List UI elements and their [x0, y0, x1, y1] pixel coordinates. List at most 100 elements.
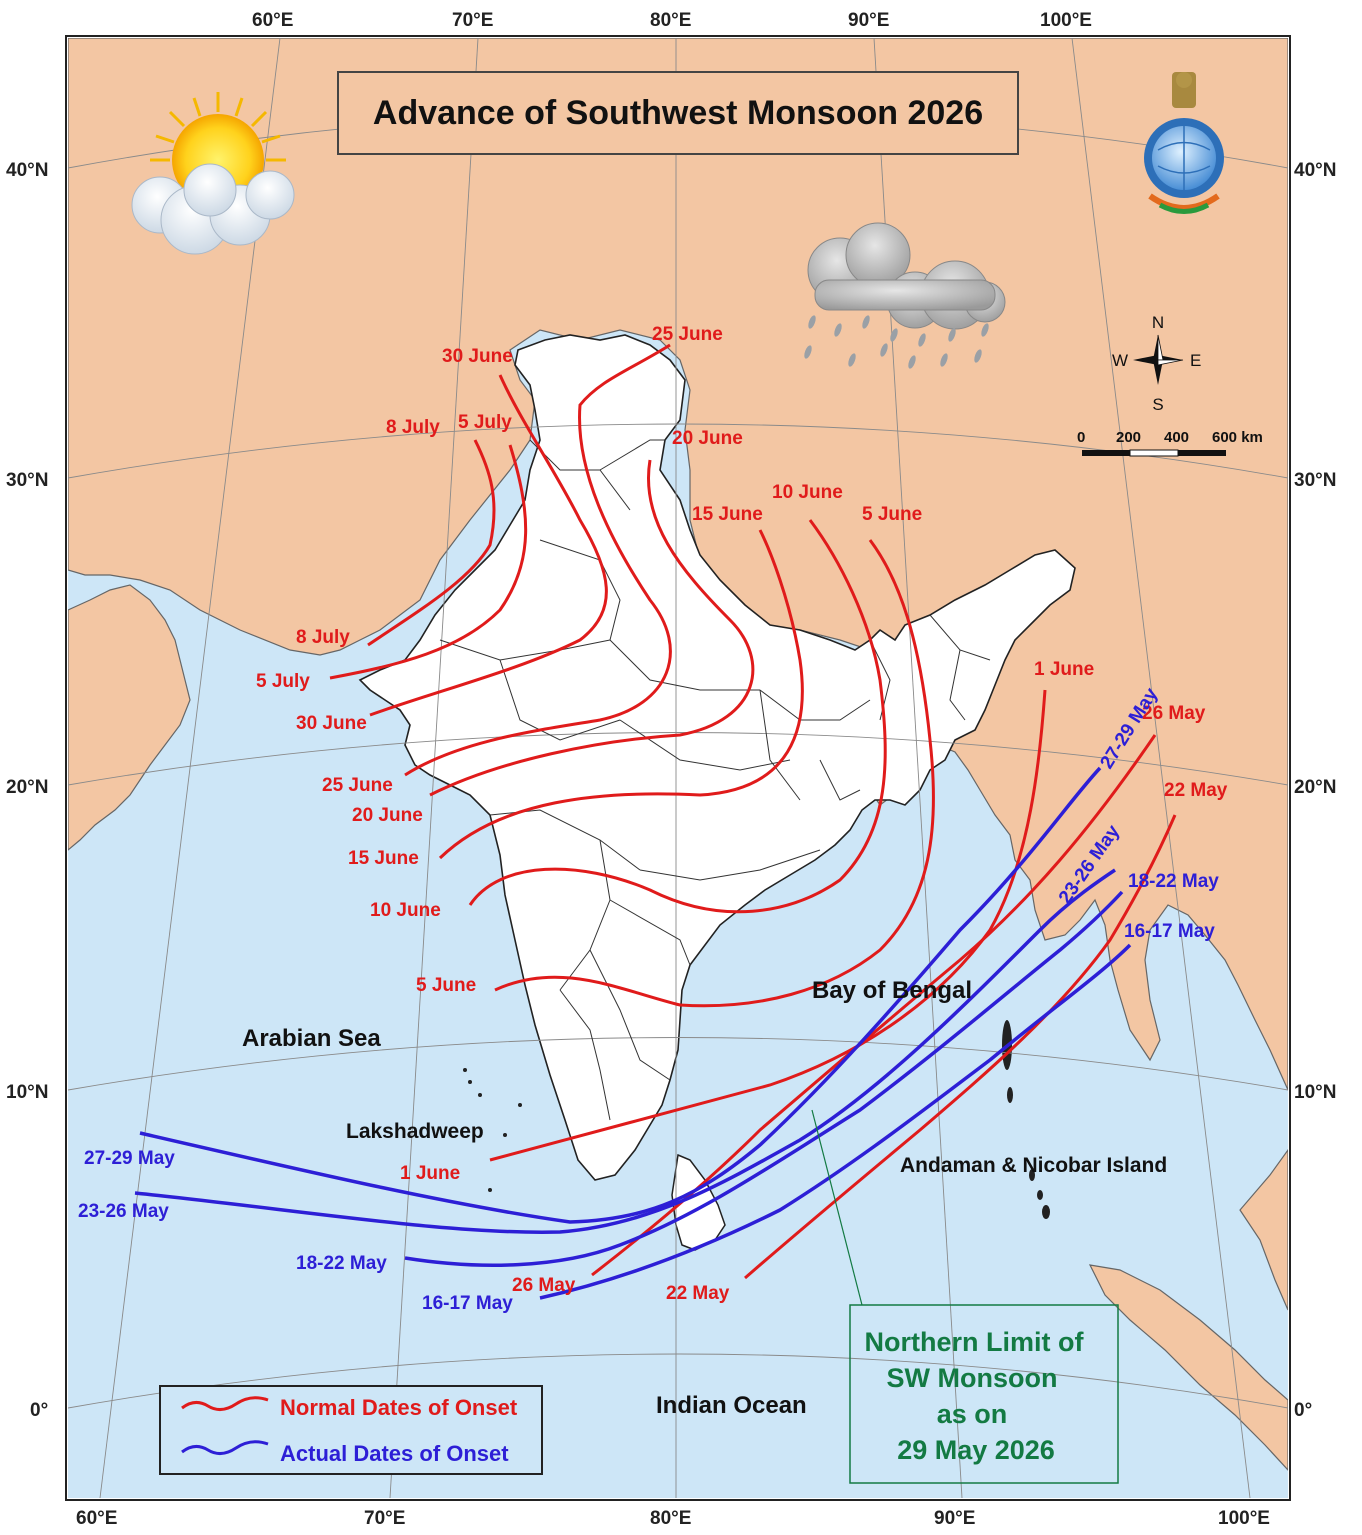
northern-limit-note: Northern Limit of SW Monsoon as on 29 Ma… [865, 1327, 1085, 1465]
normal-label: 30 June [296, 713, 367, 734]
normal-label: 25 June [652, 324, 723, 345]
lon-label-bottom: 100°E [1218, 1508, 1270, 1529]
compass-s: S [1152, 395, 1163, 414]
compass-w: W [1112, 351, 1128, 370]
lat-label-right: 10°N [1294, 1082, 1336, 1103]
legend-actual-swatch [181, 1440, 269, 1455]
lat-label-right: 20°N [1294, 777, 1336, 798]
map-title: Advance of Southwest Monsoon 2026 [373, 94, 983, 132]
actual-line-18-22-may [404, 890, 1124, 1267]
normal-label: 15 June [348, 848, 419, 869]
normal-label: 20 June [352, 805, 423, 826]
normal-line-5-june [494, 539, 935, 1008]
sumatra-landmass [1088, 1264, 1288, 1471]
scale-tick-600: 600 km [1212, 429, 1263, 446]
normal-label: 20 June [672, 428, 743, 449]
normal-line-22-may [744, 814, 1177, 1280]
normal-line-30-june [369, 374, 608, 717]
legend-normal-swatch [181, 1396, 269, 1411]
normal-label: 26 May [1142, 703, 1206, 724]
lat-label-right: 40°N [1294, 160, 1336, 181]
normal-line-25-june-west [404, 343, 672, 777]
northern-limit-line1: Northern Limit of [865, 1327, 1085, 1357]
normal-label: 5 June [416, 975, 476, 996]
lat-label-left: 40°N [6, 160, 48, 181]
arabia-landmass [68, 584, 191, 851]
lon-label-bottom: 60°E [76, 1508, 117, 1529]
lat-label-left: 0° [30, 1400, 48, 1421]
scale-tick-0: 0 [1077, 429, 1085, 446]
actual-label: 18-22 May [296, 1253, 387, 1274]
normal-line-8-july [367, 439, 496, 647]
northern-limit-line3: as on [937, 1399, 1008, 1429]
lakshadweep-islands [463, 1068, 522, 1192]
normal-label: 1 June [400, 1163, 460, 1184]
actual-label: 16-17 May [422, 1293, 513, 1314]
malaya-landmass [1239, 1148, 1288, 1311]
compass-e: E [1190, 351, 1201, 370]
actual-label: 27-29 May [84, 1148, 175, 1169]
actual-line-27-29-may [139, 766, 1102, 1224]
compass-rose-icon: N S E W [1112, 313, 1201, 414]
normal-line-1-june [489, 689, 1047, 1162]
northern-limit-connector [811, 1109, 863, 1306]
title-box [337, 71, 1019, 155]
region-lakshadweep: Lakshadweep [346, 1120, 484, 1143]
imd-emblem-icon [1144, 72, 1224, 214]
india-landmass [358, 334, 1076, 1181]
state-borders [439, 439, 991, 1121]
normal-line-10-june [468, 519, 887, 914]
normal-line-20-june [429, 459, 755, 797]
legend: Normal Dates of Onset Actual Dates of On… [159, 1385, 543, 1475]
region-bay-of-bengal: Bay of Bengal [812, 977, 972, 1004]
region-indian-ocean: Indian Ocean [656, 1392, 807, 1419]
actual-line-23-26-may [134, 868, 1116, 1234]
normal-label: 5 July [256, 671, 310, 692]
sun-cloud-icon [131, 92, 295, 255]
latitude-labels-right: 40°N 30°N 20°N 10°N 0° [1294, 160, 1336, 1421]
lon-label-bottom: 80°E [650, 1508, 691, 1529]
scale-bar: 0 200 400 600 km [1077, 429, 1263, 457]
scale-tick-200: 200 [1116, 429, 1141, 446]
northern-limit-line4: 29 May 2026 [897, 1435, 1055, 1465]
normal-label: 15 June [692, 504, 763, 525]
normal-line-26-may [591, 734, 1157, 1277]
normal-onset-labels: 25 June 30 June 8 July 5 July 20 June 15… [256, 324, 1228, 1304]
legend-actual-label: Actual Dates of Onset [280, 1441, 509, 1466]
lat-label-right: 0° [1294, 1400, 1312, 1421]
normal-label: 8 July [296, 627, 350, 648]
lat-label-right: 30°N [1294, 470, 1336, 491]
longitude-labels-top: 60°E 70°E 80°E 90°E 100°E [252, 10, 1092, 31]
normal-label: 25 June [322, 775, 393, 796]
rain-cloud-icon [804, 222, 1006, 369]
lat-label-left: 30°N [6, 470, 48, 491]
normal-label: 1 June [1034, 659, 1094, 680]
actual-onset-lines [134, 766, 1132, 1300]
scale-tick-400: 400 [1164, 429, 1189, 446]
actual-line-16-17-may [539, 943, 1132, 1300]
region-andaman-nicobar: Andaman & Nicobar Island [900, 1154, 1167, 1177]
normal-label: 10 June [370, 900, 441, 921]
lon-label-top: 70°E [452, 10, 493, 31]
normal-label: 22 May [666, 1283, 730, 1304]
normal-onset-lines [329, 343, 1177, 1280]
normal-label: 5 June [862, 504, 922, 525]
actual-label: 16-17 May [1124, 921, 1215, 942]
lon-label-bottom: 90°E [934, 1508, 975, 1529]
legend-normal-label: Normal Dates of Onset [280, 1395, 518, 1420]
lon-label-bottom: 70°E [364, 1508, 405, 1529]
lon-label-top: 60°E [252, 10, 293, 31]
normal-label: 30 June [442, 346, 513, 367]
normal-label: 5 July [458, 412, 512, 433]
normal-label: 26 May [512, 1275, 576, 1296]
normal-line-5-july [329, 444, 528, 680]
normal-label: 22 May [1164, 780, 1228, 801]
region-arabian-sea: Arabian Sea [242, 1025, 381, 1052]
actual-label: 23-26 May [78, 1201, 169, 1222]
latitude-labels-left: 40°N 30°N 20°N 10°N 0° [6, 160, 48, 1421]
normal-label: 8 July [386, 417, 440, 438]
normal-line-15-june [438, 529, 804, 860]
lat-label-left: 20°N [6, 777, 48, 798]
